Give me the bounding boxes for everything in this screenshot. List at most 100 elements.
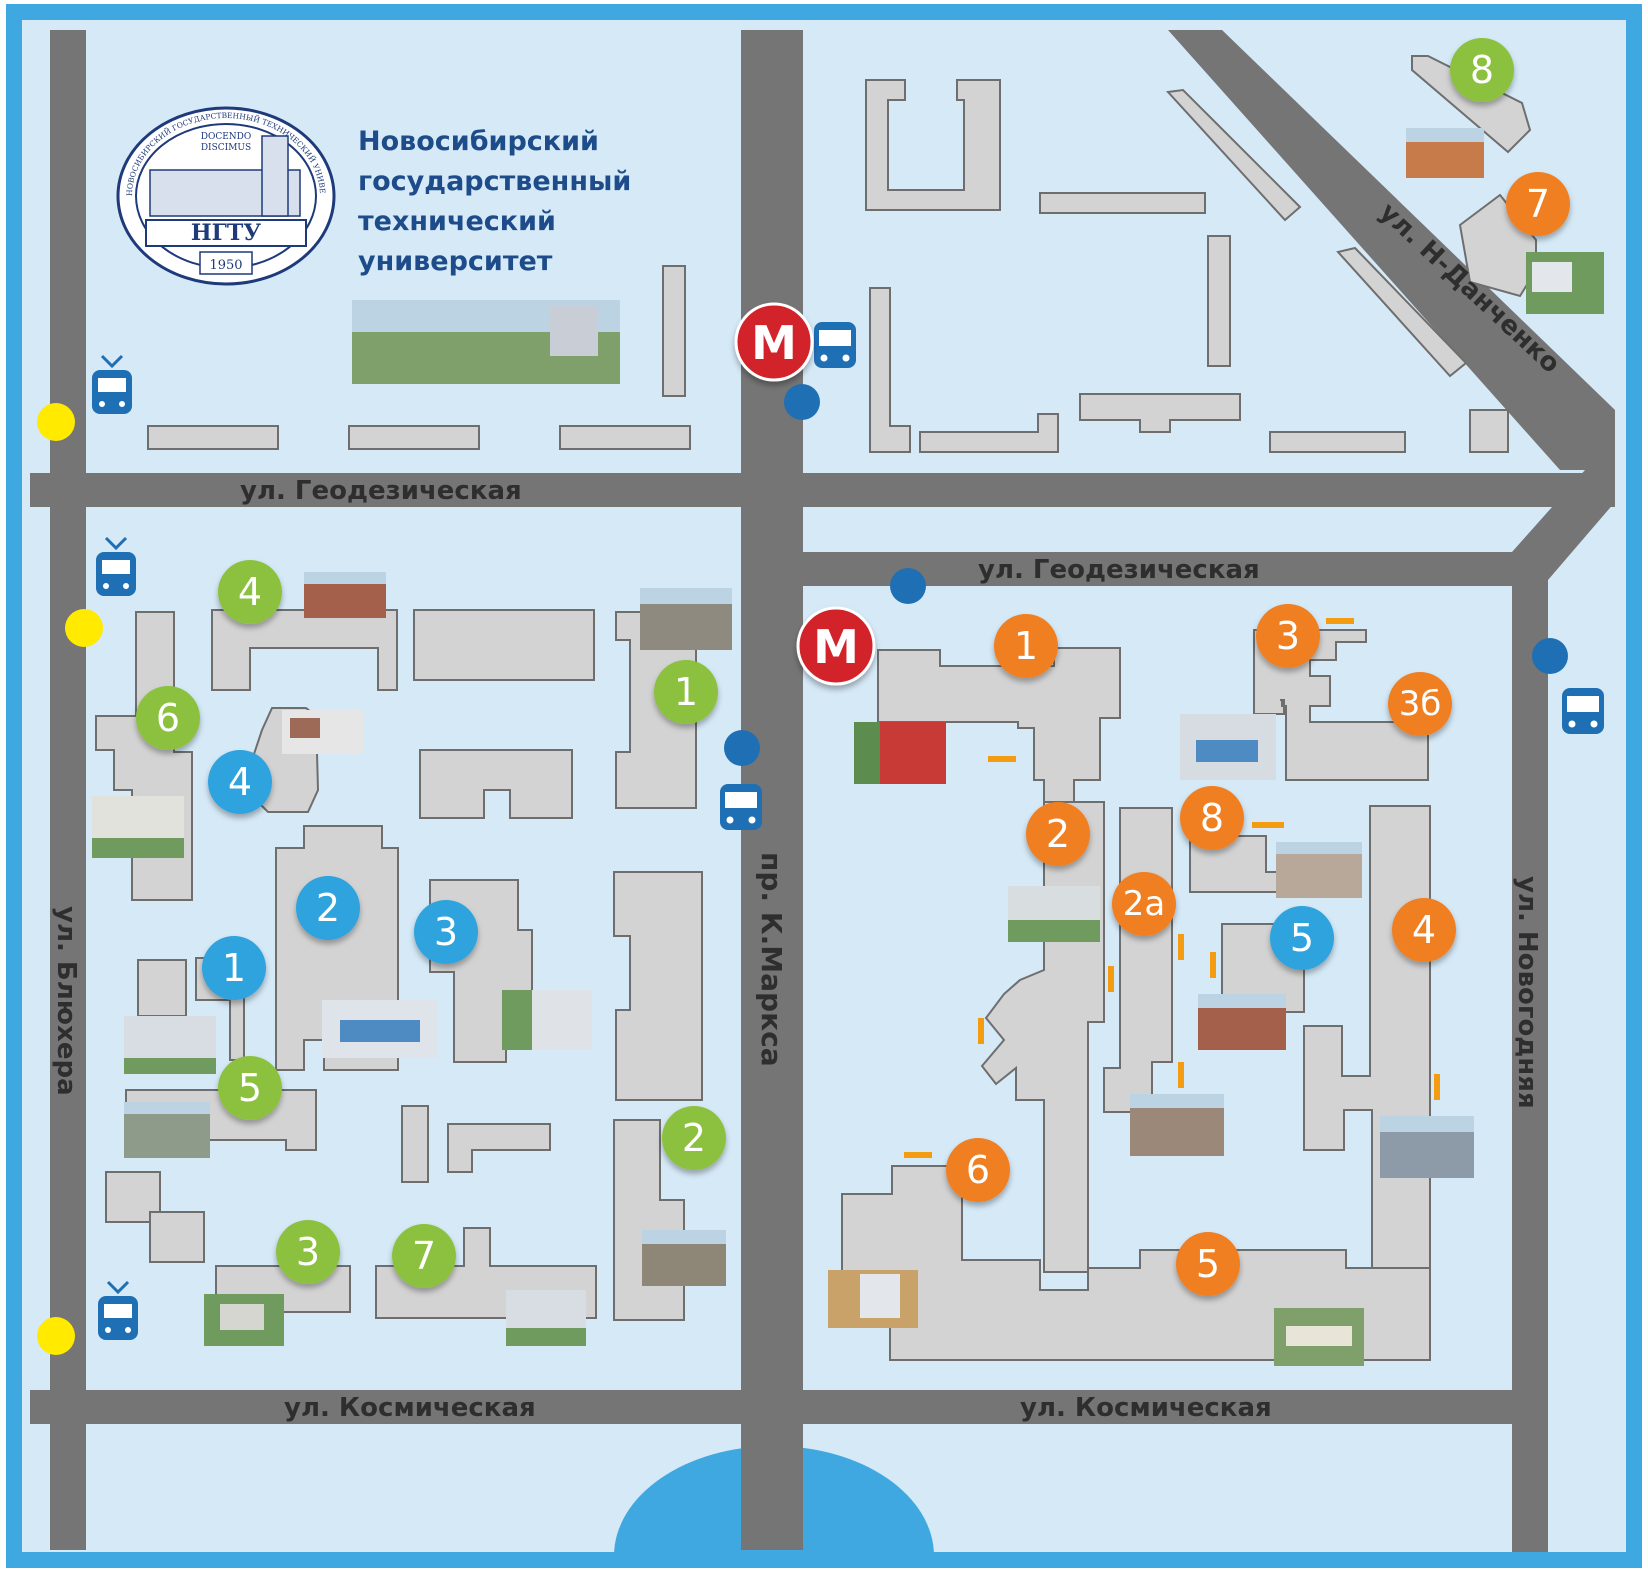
- marker-orange: 5: [1176, 1232, 1240, 1296]
- building-photo: [1406, 128, 1484, 178]
- logo-abbr: НГТУ: [191, 220, 261, 246]
- logo-year: 1950: [209, 258, 242, 273]
- street-kosm-left: ул. Космическая: [284, 1393, 536, 1423]
- building-photo: [124, 1102, 210, 1158]
- bus-stop-icon: [890, 568, 926, 604]
- bus-stop-icon: [724, 730, 760, 766]
- metro-icons: M M: [734, 302, 876, 686]
- bus-stop-icon: [784, 384, 820, 420]
- svg-text:8: 8: [1470, 48, 1494, 92]
- svg-text:5: 5: [1196, 1242, 1220, 1286]
- markers: 8 4 6 1 5 2 3 7 4 2 3 1 7 1 3 3б 2 8 2а …: [136, 38, 1570, 1296]
- marker-orange: 1: [994, 614, 1058, 678]
- marker-orange: 7: [1506, 172, 1570, 236]
- road-danchenko: [1168, 30, 1615, 470]
- stops: [37, 384, 1568, 1355]
- marker-green: 8: [1450, 38, 1514, 102]
- street-labels: ул. Геодезическая ул. Геодезическая ул. …: [51, 197, 1566, 1423]
- building-photo: [1380, 1116, 1474, 1178]
- svg-text:4: 4: [228, 760, 252, 804]
- tram-stop-icon: [37, 403, 75, 441]
- street-novogodnyaya: ул. Новогодняя: [1512, 876, 1542, 1109]
- svg-text:6: 6: [966, 1148, 990, 1192]
- svg-text:4: 4: [1412, 908, 1436, 952]
- svg-text:2: 2: [682, 1116, 706, 1160]
- marker-green: 2: [662, 1106, 726, 1170]
- building-photo: [854, 722, 946, 784]
- tram-icon: [92, 354, 132, 414]
- marker-orange: 4: [1392, 898, 1456, 962]
- logo-motto-2: DISCIMUS: [201, 143, 251, 153]
- road-diagonal-sw: [1512, 470, 1615, 580]
- svg-text:1: 1: [674, 670, 698, 714]
- marker-green: 7: [392, 1224, 456, 1288]
- logo-motto-1: DOCENDO: [201, 132, 252, 142]
- building-photo: [1276, 842, 1362, 898]
- svg-text:7: 7: [412, 1234, 436, 1278]
- svg-text:4: 4: [238, 570, 262, 614]
- building-photo: [1526, 252, 1604, 314]
- street-geodez-top: ул. Геодезическая: [240, 476, 522, 506]
- svg-text:3: 3: [434, 910, 458, 954]
- street-geodez-right: ул. Геодезическая: [978, 555, 1260, 585]
- marker-orange: 3б: [1388, 672, 1452, 736]
- tram-icon: [96, 536, 136, 596]
- building-photo: [502, 990, 592, 1050]
- svg-text:6: 6: [156, 696, 180, 740]
- building-photo: [282, 710, 364, 754]
- building-photo: [1130, 1094, 1224, 1156]
- building-photo: [1008, 886, 1100, 942]
- building-photo: [1198, 994, 1286, 1050]
- tram-icons: [92, 354, 138, 1340]
- svg-text:3: 3: [296, 1230, 320, 1274]
- svg-text:2: 2: [316, 886, 340, 930]
- svg-text:3б: 3б: [1399, 684, 1442, 724]
- marker-orange: 6: [946, 1138, 1010, 1202]
- roads: [30, 30, 1615, 1552]
- marker-green: 1: [654, 660, 718, 724]
- tram-stop-icon: [65, 609, 103, 647]
- marker-orange: 8: [1180, 786, 1244, 850]
- road-blyukhera: [50, 30, 86, 1550]
- tram-stop-icon: [37, 1317, 75, 1355]
- building-photo: [322, 1000, 438, 1058]
- svg-text:1: 1: [1014, 624, 1038, 668]
- marker-orange: 3: [1256, 604, 1320, 668]
- metro-letter: M: [813, 620, 859, 674]
- building-photo: [92, 796, 184, 858]
- marker-green: 3: [276, 1220, 340, 1284]
- marker-green: 5: [218, 1056, 282, 1120]
- title-line-1: Новосибирский: [358, 126, 599, 157]
- bus-stop-icon: [1532, 638, 1568, 674]
- entrances: [904, 618, 1440, 1158]
- building-photo: [506, 1290, 586, 1346]
- title-line-2: государственный: [358, 166, 631, 197]
- marker-orange: 2а: [1112, 872, 1176, 936]
- tram-icon: [98, 1280, 138, 1340]
- marker-blue: 1: [202, 936, 266, 1000]
- building-photo: [642, 1230, 726, 1286]
- bus-icons: [720, 322, 1604, 830]
- marker-blue: 3: [414, 900, 478, 964]
- road-novogodnyaya: [1512, 552, 1548, 1552]
- road-kosm: [30, 1390, 1530, 1424]
- building-photos: [92, 128, 1604, 1366]
- svg-text:8: 8: [1200, 796, 1224, 840]
- marker-green: 4: [218, 560, 282, 624]
- svg-text:1: 1: [222, 946, 246, 990]
- building-photo: [352, 300, 620, 384]
- bus-icon: [1562, 688, 1604, 734]
- svg-text:5: 5: [238, 1066, 262, 1110]
- metro-letter: M: [751, 316, 797, 370]
- title-line-3: технический: [358, 206, 556, 237]
- marker-blue: 2: [296, 876, 360, 940]
- svg-text:3: 3: [1276, 614, 1300, 658]
- building-photo: [1180, 714, 1276, 780]
- street-marksa: пр. К.Маркса: [755, 852, 788, 1067]
- bus-icon: [720, 784, 762, 830]
- university-title: Новосибирский государственный технически…: [358, 126, 631, 277]
- marker-green: 6: [136, 686, 200, 750]
- street-blyukhera: ул. Блюхера: [51, 906, 81, 1096]
- title-line-4: университет: [358, 246, 553, 277]
